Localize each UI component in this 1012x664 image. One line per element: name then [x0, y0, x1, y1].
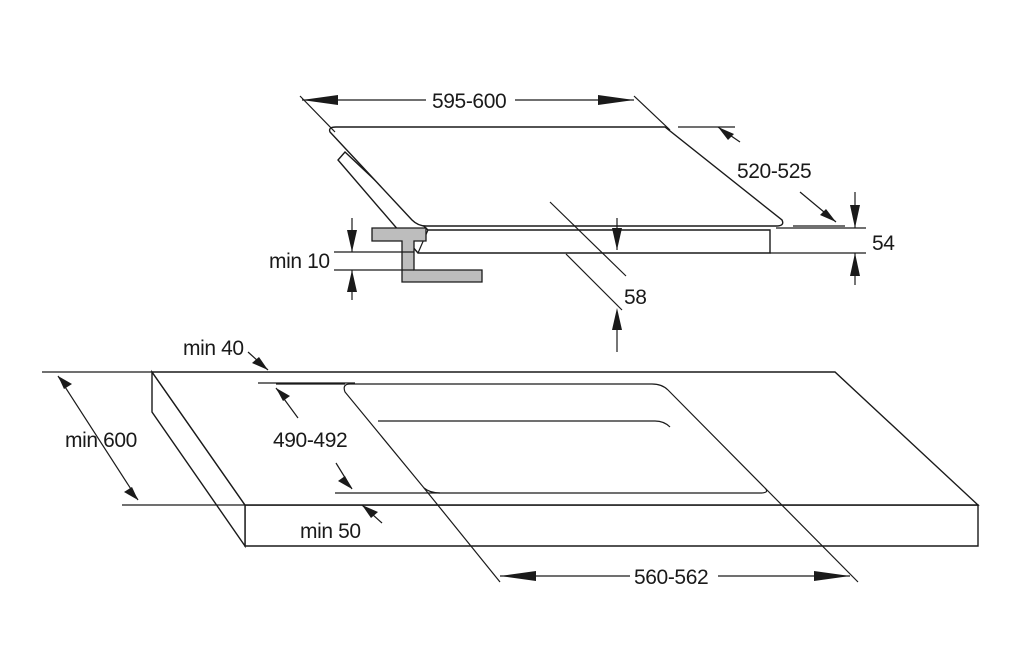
- worktop-cutout-depth-label: 490-492: [273, 429, 347, 452]
- hob-width-label: 595-600: [432, 90, 506, 113]
- worktop-dimensions: [42, 351, 859, 583]
- bracket-clearance-label: min 10: [269, 250, 330, 273]
- worktop-rear-margin-label: min 40: [183, 337, 244, 360]
- dimension-labels: 595-600 520-525 54 58 min 10 min 40 min …: [65, 88, 896, 589]
- worktop: [150, 369, 980, 549]
- worktop-depth-label: min 600: [65, 429, 137, 452]
- bracket-shape: [371, 227, 483, 283]
- hob-dimensions: [299, 95, 866, 352]
- worktop-front-margin-label: min 50: [300, 520, 361, 543]
- hob-recess-label: 58: [624, 286, 647, 309]
- hob-depth-label: 520-525: [737, 160, 811, 183]
- hob-height-label: 54: [872, 232, 895, 255]
- mounting-bracket: [371, 227, 483, 283]
- worktop-top-face: [150, 371, 980, 506]
- worktop-cutout-width-label: 560-562: [634, 566, 708, 589]
- worktop-cutout: [343, 383, 768, 494]
- worktop-cutout-inner-edge: [378, 420, 671, 428]
